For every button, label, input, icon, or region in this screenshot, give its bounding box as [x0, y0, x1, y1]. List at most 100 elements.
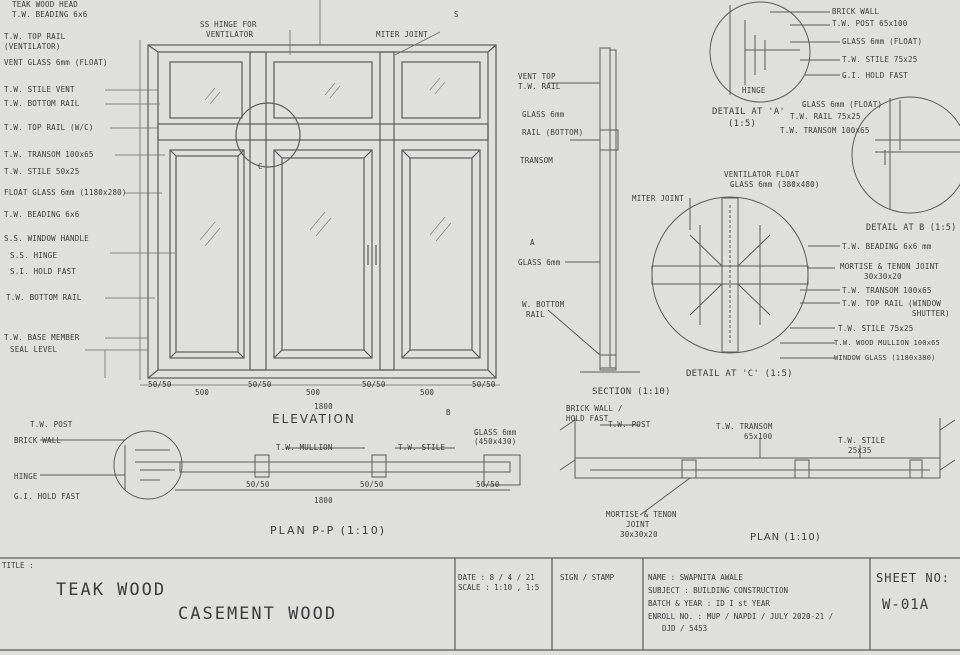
detail-a-label: T.W. STILE 75x25 — [842, 55, 918, 64]
plan-pp-overall: 1800 — [314, 496, 333, 505]
sheet-no-value: W-01A — [882, 597, 930, 613]
plan-pp-dim: 50/50 — [360, 480, 384, 489]
plan-label: HOLD FAST — [566, 414, 609, 423]
section-title: SECTION (1:10) — [592, 387, 671, 397]
drawing-title-line2: CASEMENT WOOD — [178, 604, 338, 624]
detail-c-lines — [651, 196, 840, 359]
plan-pp-label: HINGE — [14, 472, 38, 481]
dim-label: 50/50 — [472, 380, 496, 389]
dim-label: 50/50 — [248, 380, 272, 389]
plan-label: T.W. POST — [608, 420, 651, 429]
detail-b-label: GLASS 6mm (FLOAT) — [802, 100, 883, 109]
detail-c-label: T.W. WOOD MULLION 100x65 — [834, 339, 940, 347]
elevation-label: T.W. TRANSOM 100x65 — [4, 150, 94, 159]
detail-c-label: MORTISE & TENON JOINT — [840, 262, 940, 271]
detail-c-label: T.W. BEADING 6x6 mm — [842, 242, 932, 251]
detail-a-label: BRICK WALL — [832, 7, 880, 16]
plan-label: 30x30x20 — [620, 530, 658, 539]
detail-c-label: SHUTTER) — [912, 309, 950, 318]
plan-title: PLAN (1:10) — [750, 532, 821, 543]
plan-pp-label: T.W. STILE — [398, 443, 446, 452]
detail-b-title: DETAIL AT B (1:5) — [866, 223, 957, 233]
plan-pp-lines — [40, 430, 521, 500]
detail-b-label: T.W. TRANSOM 100x65 — [780, 126, 870, 135]
elevation-label: S.S. WINDOW HANDLE — [4, 234, 89, 243]
label-miter-joint: MITER JOINT — [376, 30, 428, 39]
plan-label: T.W. TRANSOM — [716, 422, 773, 431]
elevation-label: T.W. TOP RAIL (W/C) — [4, 123, 94, 132]
section-label: RAIL (BOTTOM) — [522, 128, 584, 137]
plan-pp-label: T.W. POST — [30, 420, 73, 429]
title-block-lines — [0, 557, 960, 651]
elevation-frame — [147, 44, 497, 379]
dim-label: 500 — [195, 388, 210, 397]
batch-field: BATCH & YEAR : ID I st YEAR — [648, 599, 770, 608]
marker-s: S — [454, 10, 459, 19]
detail-a-label: T.W. POST 65x100 — [832, 19, 908, 28]
detail-c-label: T.W. TOP RAIL (WINDOW — [842, 299, 942, 308]
label-beading-top: T.W. BEADING 6x6 — [12, 10, 88, 19]
elevation-label: FLOAT GLASS 6mm (1180x280) — [4, 188, 127, 197]
dim-label: 50/50 — [148, 380, 172, 389]
drawing-title-line1: TEAK WOOD — [56, 580, 167, 600]
elevation-label: VENT GLASS 6mm (FLOAT) — [4, 58, 108, 67]
detail-c-label: T.W. STILE 75x25 — [838, 324, 914, 333]
label-head: TEAK WOOD HEAD — [12, 0, 79, 9]
detail-a-label: GLASS 6mm (FLOAT) — [842, 37, 923, 46]
plan-pp-label: GLASS 6mm — [474, 428, 517, 437]
elevation-label: T.W. BASE MEMBER — [4, 333, 80, 342]
elevation-label: T.W. STILE 50x25 — [4, 167, 80, 176]
marker-b: B — [446, 408, 451, 417]
detail-b-label: T.W. RAIL 75x25 — [790, 112, 861, 121]
sign-stamp-field: SIGN / STAMP — [560, 573, 615, 582]
plan-lines — [559, 418, 956, 516]
subject-field: SUBJECT : BUILDING CONSTRUCTION — [648, 586, 788, 595]
elevation-label: T.W. TOP RAIL — [4, 32, 66, 41]
marker-c: C — [258, 162, 263, 171]
plan-pp-label: BRICK WALL — [14, 436, 62, 445]
plan-label: T.W. STILE — [838, 436, 886, 445]
label-ss-hinge-2: VENTILATOR — [206, 30, 254, 39]
detail-c-label: GLASS 6mm (380x480) — [730, 180, 820, 189]
detail-c-label: 30x30x20 — [864, 272, 902, 281]
section-label: RAIL — [526, 310, 545, 319]
dim-label: 50/50 — [362, 380, 386, 389]
plan-pp-label: T.W. MULLION — [276, 443, 333, 452]
section-label: GLASS 6mm — [522, 110, 565, 119]
dim-label: 500 — [420, 388, 435, 397]
scale-field: SCALE : 1:10 , 1:5 — [458, 583, 540, 592]
elevation-label: T.W. BOTTOM RAIL — [6, 293, 82, 302]
plan-pp-dim: 50/50 — [246, 480, 270, 489]
title-block-label: TITLE : — [2, 561, 34, 570]
section-label: T.W. RAIL — [518, 82, 561, 91]
elevation-title: ELEVATION — [272, 412, 356, 426]
detail-a-scale: (1:5) — [728, 119, 757, 129]
plan-label: 65x100 — [744, 432, 773, 441]
label-ss-hinge: SS HINGE FOR — [200, 20, 257, 29]
elevation-label: T.W. BEADING 6x6 — [4, 210, 80, 219]
detail-c-label: VENTILATOR FLOAT — [724, 170, 800, 179]
detail-a-title: DETAIL AT 'A' — [712, 107, 786, 117]
plan-pp-label: G.I. HOLD FAST — [14, 492, 81, 501]
plan-pp-dim: 50/50 — [476, 480, 500, 489]
enroll-field: ENROLL NO. : MUP / NAPDI / JULY 2020-21 … — [648, 612, 834, 621]
elevation-label: SEAL LEVEL — [10, 345, 58, 354]
elevation-label: T.W. STILE VENT — [4, 85, 75, 94]
plan-pp-label: (450x430) — [474, 437, 517, 446]
marker-a: A — [530, 238, 535, 247]
section-lines — [547, 47, 640, 373]
section-label: W. BOTTOM — [522, 300, 565, 309]
plan-label: MORTISE & TENON — [606, 510, 677, 519]
plan-label: JOINT — [626, 520, 650, 529]
sheet-no-label: SHEET NO: — [876, 571, 951, 585]
plan-label: 25x35 — [848, 446, 872, 455]
detail-c-label: MITER JOINT — [632, 194, 684, 203]
detail-a-lines — [709, 1, 840, 103]
name-field: NAME : SWAPNITA AWALE — [648, 573, 743, 582]
detail-a-label: HINGE — [742, 86, 766, 95]
detail-b-lines — [851, 96, 960, 214]
elevation-label: T.W. BOTTOM RAIL — [4, 99, 80, 108]
plan-label: BRICK WALL / — [566, 404, 623, 413]
